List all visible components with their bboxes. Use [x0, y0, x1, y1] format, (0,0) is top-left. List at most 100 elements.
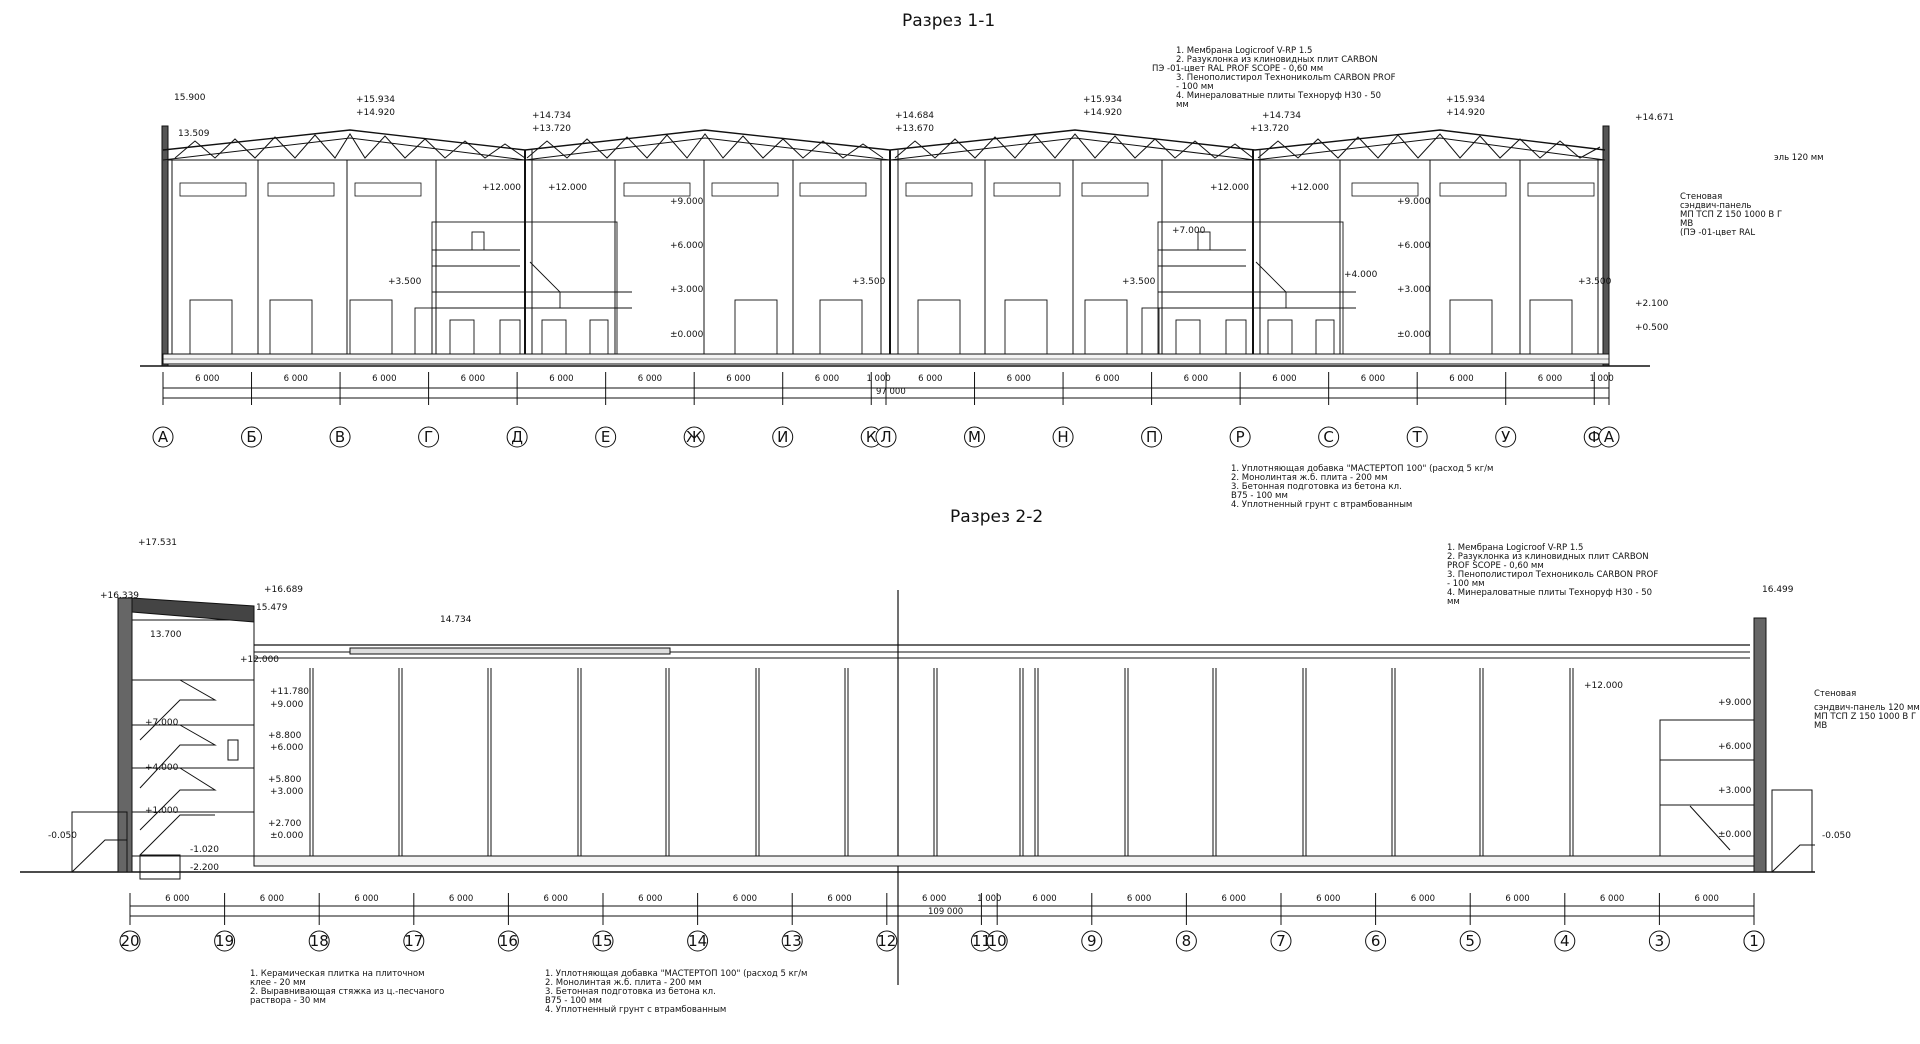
- axis-label: Н: [1057, 428, 1068, 446]
- level-mark: 13.700: [150, 630, 182, 640]
- axis-label: 8: [1182, 932, 1192, 950]
- dimension-label: 6 000: [827, 894, 851, 904]
- axis-label: 9: [1087, 932, 1097, 950]
- dimension-total: 109 000: [928, 907, 963, 917]
- dimension-label: 6 000: [1272, 374, 1296, 384]
- level-mark: +6.000: [1397, 241, 1431, 251]
- level-mark: 14.734: [440, 615, 472, 625]
- level-mark: -1.020: [190, 845, 219, 855]
- level-mark: +14.734: [1262, 111, 1301, 121]
- level-mark: +12.000: [482, 183, 521, 193]
- level-mark: +12.000: [1210, 183, 1249, 193]
- dimension-label: 6 000: [1505, 894, 1529, 904]
- level-mark: -2.200: [190, 863, 219, 873]
- axis-bubble: [1052, 426, 1074, 448]
- dimension-label: 6 000: [449, 894, 473, 904]
- roof-note-line: 2. Разуклонка из клиновидных плит CARBON: [1176, 55, 1378, 65]
- level-mark: +9.000: [670, 197, 704, 207]
- section2-roof-note: 1. Мембрана Logicroof V-RP 1.5 2. Разукл…: [1447, 543, 1658, 607]
- level-mark: +4.000: [145, 763, 179, 773]
- section1-gates-and-mezzanines: [189, 221, 1573, 355]
- dimension-label: 6 000: [1316, 894, 1340, 904]
- dimension-label: 6 000: [195, 374, 219, 384]
- dimension-label: 6 000: [733, 894, 757, 904]
- axis-label: 16: [499, 932, 518, 950]
- tile-note-line: раствора - 30 мм: [250, 996, 326, 1006]
- level-mark: +3.500: [852, 277, 886, 287]
- level-mark: +12.000: [1290, 183, 1329, 193]
- dimension-label: 6 000: [1449, 374, 1473, 384]
- section2-level-marks: +17.531 +16.339 +16.689 15.479 14.734 13…: [48, 538, 1851, 873]
- axis-label: 7: [1276, 932, 1286, 950]
- wall-note-extra: эль 120 мм: [1774, 153, 1824, 163]
- axis-bubble: [1270, 930, 1292, 952]
- floor-note-line: 2. Монолинтая ж.б. плита - 200 мм: [1231, 473, 1388, 483]
- axis-label: Д: [511, 428, 523, 446]
- axis-label: Л: [880, 428, 891, 446]
- level-mark: +11.780: [270, 687, 309, 697]
- section2-columns: [309, 668, 1574, 856]
- section2-axis-bubbles: 2019181716151413121110987654321: [119, 930, 1765, 952]
- roof-note-line: PROF SCOPE - 0,60 мм: [1447, 561, 1544, 571]
- axis-bubble: [1175, 930, 1197, 952]
- level-mark: +3.500: [1578, 277, 1612, 287]
- dimension-label: 6 000: [726, 374, 750, 384]
- wall-note-line: МП ТСП Z 150 1000 В Г: [1680, 210, 1782, 220]
- level-mark: +2.700: [268, 819, 302, 829]
- dimension-label: 6 000: [1538, 374, 1562, 384]
- floor-note-line: 4. Уплотненный грунт с втрамбованным: [545, 1005, 726, 1015]
- tile-note-line: клее - 20 мм: [250, 978, 306, 988]
- dimension-label: 6 000: [1032, 894, 1056, 904]
- level-mark: +3.000: [670, 285, 704, 295]
- level-mark: +3.000: [1718, 786, 1752, 796]
- level-mark: +2.100: [1635, 299, 1669, 309]
- level-mark: +8.800: [268, 731, 302, 741]
- axis-label: Г: [424, 428, 433, 446]
- axis-bubble: [687, 930, 709, 952]
- level-mark: ±0.000: [1397, 330, 1431, 340]
- dimension-total: 97 000: [876, 387, 906, 397]
- level-mark: +12.000: [548, 183, 587, 193]
- roof-note-line: 4. Минераловатные плиты Техноруф Н30 - 5…: [1447, 588, 1652, 598]
- level-mark: +14.734: [532, 111, 571, 121]
- level-mark: +7.000: [1172, 226, 1206, 236]
- level-mark: +15.934: [356, 95, 395, 105]
- axis-label: 19: [215, 932, 234, 950]
- section1-clerestory-windows: [179, 182, 1595, 197]
- axis-label: А: [158, 428, 169, 446]
- level-mark: +16.689: [264, 585, 303, 595]
- axis-bubble: [1459, 930, 1481, 952]
- axis-bubble: [781, 930, 803, 952]
- wall-note-line: Стеновая: [1814, 689, 1856, 699]
- roof-note-line: 1. Мембрана Logicroof V-RP 1.5: [1176, 46, 1312, 56]
- dimension-label: 6 000: [918, 374, 942, 384]
- dimension-label: 6 000: [1127, 894, 1151, 904]
- level-mark: +14.920: [1446, 108, 1485, 118]
- axis-label: У: [1501, 428, 1510, 446]
- axis-label: Е: [601, 428, 610, 446]
- level-mark: +6.000: [670, 241, 704, 251]
- axis-bubble: [418, 426, 440, 448]
- axis-label: 13: [783, 932, 802, 950]
- axis-label: С: [1323, 428, 1333, 446]
- level-mark: +13.720: [1250, 124, 1289, 134]
- axis-bubble: [772, 426, 794, 448]
- axis-label: И: [777, 428, 788, 446]
- section2-wall-note: Стеновая сэндвич-панель 120 мм МП ТСП Z …: [1814, 689, 1920, 731]
- axis-label: 15: [593, 932, 612, 950]
- dimension-label: 6 000: [1600, 894, 1624, 904]
- floor-note-line: 1. Уплотняющая добавка "МАСТЕРТОП 100" (…: [1231, 464, 1493, 474]
- axis-bubble: [329, 426, 351, 448]
- section1-wall-note: эль 120 мм Стеновая сэндвич-панель МП ТС…: [1680, 153, 1824, 238]
- wall-note-line: МВ: [1680, 219, 1693, 229]
- axis-label: Р: [1236, 428, 1245, 446]
- level-mark: +6.000: [270, 743, 304, 753]
- axis-bubble: [1365, 930, 1387, 952]
- axis-bubble: [595, 426, 617, 448]
- dimension-label: 6 000: [284, 374, 308, 384]
- dimension-label: 6 000: [922, 894, 946, 904]
- roof-note-line: 1. Мембрана Logicroof V-RP 1.5: [1447, 543, 1583, 553]
- dimension-label: 6 000: [461, 374, 485, 384]
